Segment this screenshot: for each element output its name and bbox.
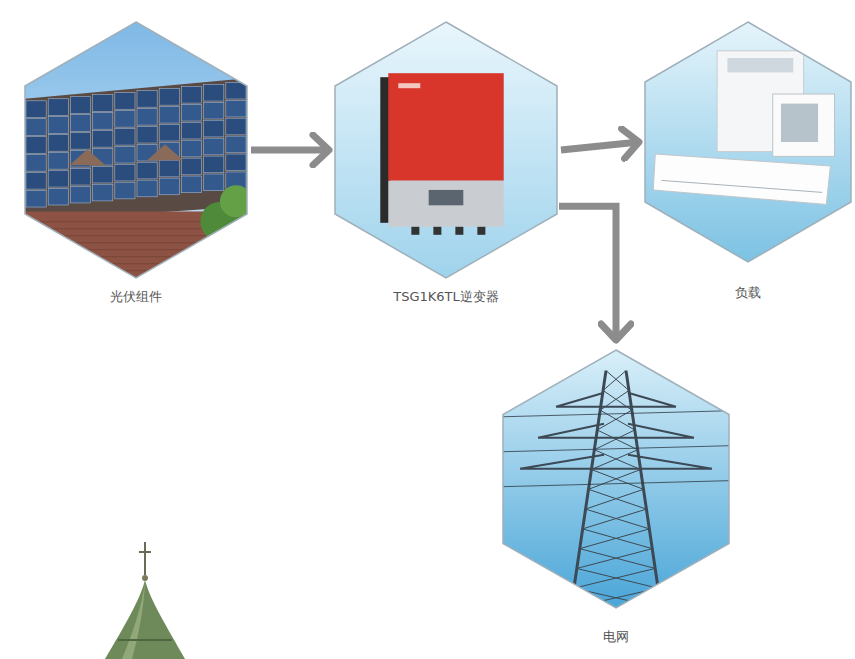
- hexagon-picture: [335, 22, 557, 278]
- hexagon-outline: [503, 350, 729, 608]
- hexagon-node: 电网: [503, 350, 729, 646]
- hexagon-outline: [25, 22, 247, 278]
- hexagon-picture: [503, 350, 729, 608]
- hexagon-picture: [645, 22, 851, 262]
- hexagon-outline: [335, 22, 557, 278]
- node-label: 负载: [645, 284, 851, 302]
- hexagon-picture: [25, 22, 247, 278]
- picture: [645, 22, 851, 262]
- flow-arrow: [561, 142, 639, 150]
- hexagon-node: TSG1K6TL逆变器: [335, 22, 557, 306]
- flow-arrow: [559, 206, 616, 340]
- picture: [25, 22, 252, 288]
- church-spire: [105, 542, 185, 659]
- node-label: 电网: [503, 628, 729, 646]
- node-label: TSG1K6TL逆变器: [335, 288, 557, 306]
- picture: [335, 22, 557, 278]
- node-label: 光伏组件: [25, 288, 247, 306]
- hexagon-node: 负载: [645, 22, 851, 302]
- hexagon-outline: [645, 22, 851, 262]
- picture: [503, 350, 729, 608]
- flow-arrow: [251, 147, 329, 154]
- hexagon-node: 光伏组件: [25, 22, 247, 306]
